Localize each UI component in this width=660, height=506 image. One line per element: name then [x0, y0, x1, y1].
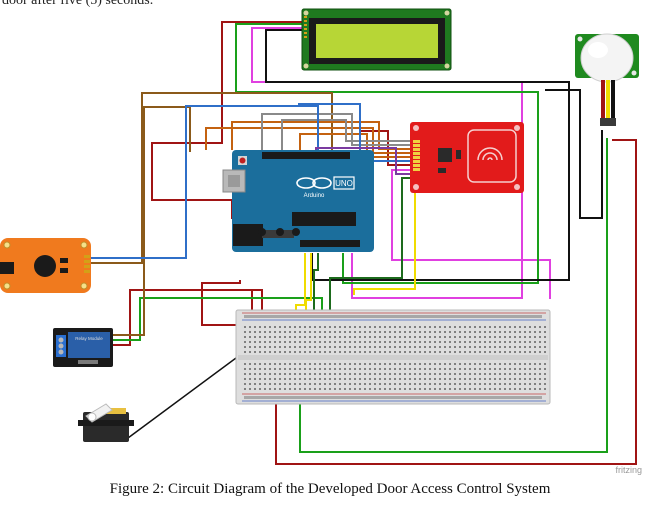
figure-caption: Figure 2: Circuit Diagram of the Develop… — [109, 481, 551, 497]
wires — [90, 21, 637, 465]
wire-orange-rfid-2 — [205, 127, 410, 154]
circuit-diagram: UNO Arduino Relay Module — [0, 8, 642, 475]
wire-yellow-b — [305, 253, 312, 318]
text-fragment: door after five (5) seconds. — [2, 0, 154, 8]
wire-green-lcd — [235, 23, 539, 284]
wire-blue-rfid — [298, 103, 410, 162]
wire-black-pir — [545, 89, 603, 219]
relay-label: Relay Module — [75, 336, 103, 341]
wire-brown-voice — [90, 92, 333, 264]
wire-purple-rfid — [315, 147, 410, 175]
voice-module — [0, 238, 91, 293]
arduino-logo-text: UNO — [335, 179, 353, 188]
wire-darkgreen-rfid — [329, 177, 410, 318]
wire-red-pir — [275, 139, 637, 465]
wire-yellow-rfid — [353, 190, 416, 295]
lcd-display — [301, 8, 452, 71]
wire-green-relay — [112, 297, 323, 341]
wire-orange-rfid-3 — [299, 133, 410, 158]
arduino-brand-text: Arduino — [304, 193, 325, 199]
relay-module: Relay Module — [53, 328, 113, 367]
wire-darkgreen-power — [313, 253, 319, 318]
rfid-module — [410, 122, 524, 193]
arduino-uno: UNO Arduino — [222, 150, 374, 252]
wire-red-relay — [112, 289, 263, 346]
wire-brown-relay — [112, 106, 191, 336]
servo-motor — [78, 403, 134, 442]
wire-gray-rfid-2 — [281, 119, 410, 150]
breadboard — [235, 309, 551, 405]
wire-blue-voice — [90, 105, 319, 259]
wire-magenta-rfid — [391, 169, 551, 299]
fritzing-watermark: fritzing — [615, 465, 642, 475]
wire-yellow-a — [295, 253, 306, 318]
pir-sensor — [575, 33, 639, 126]
wire-gray-rfid-1 — [261, 113, 410, 150]
